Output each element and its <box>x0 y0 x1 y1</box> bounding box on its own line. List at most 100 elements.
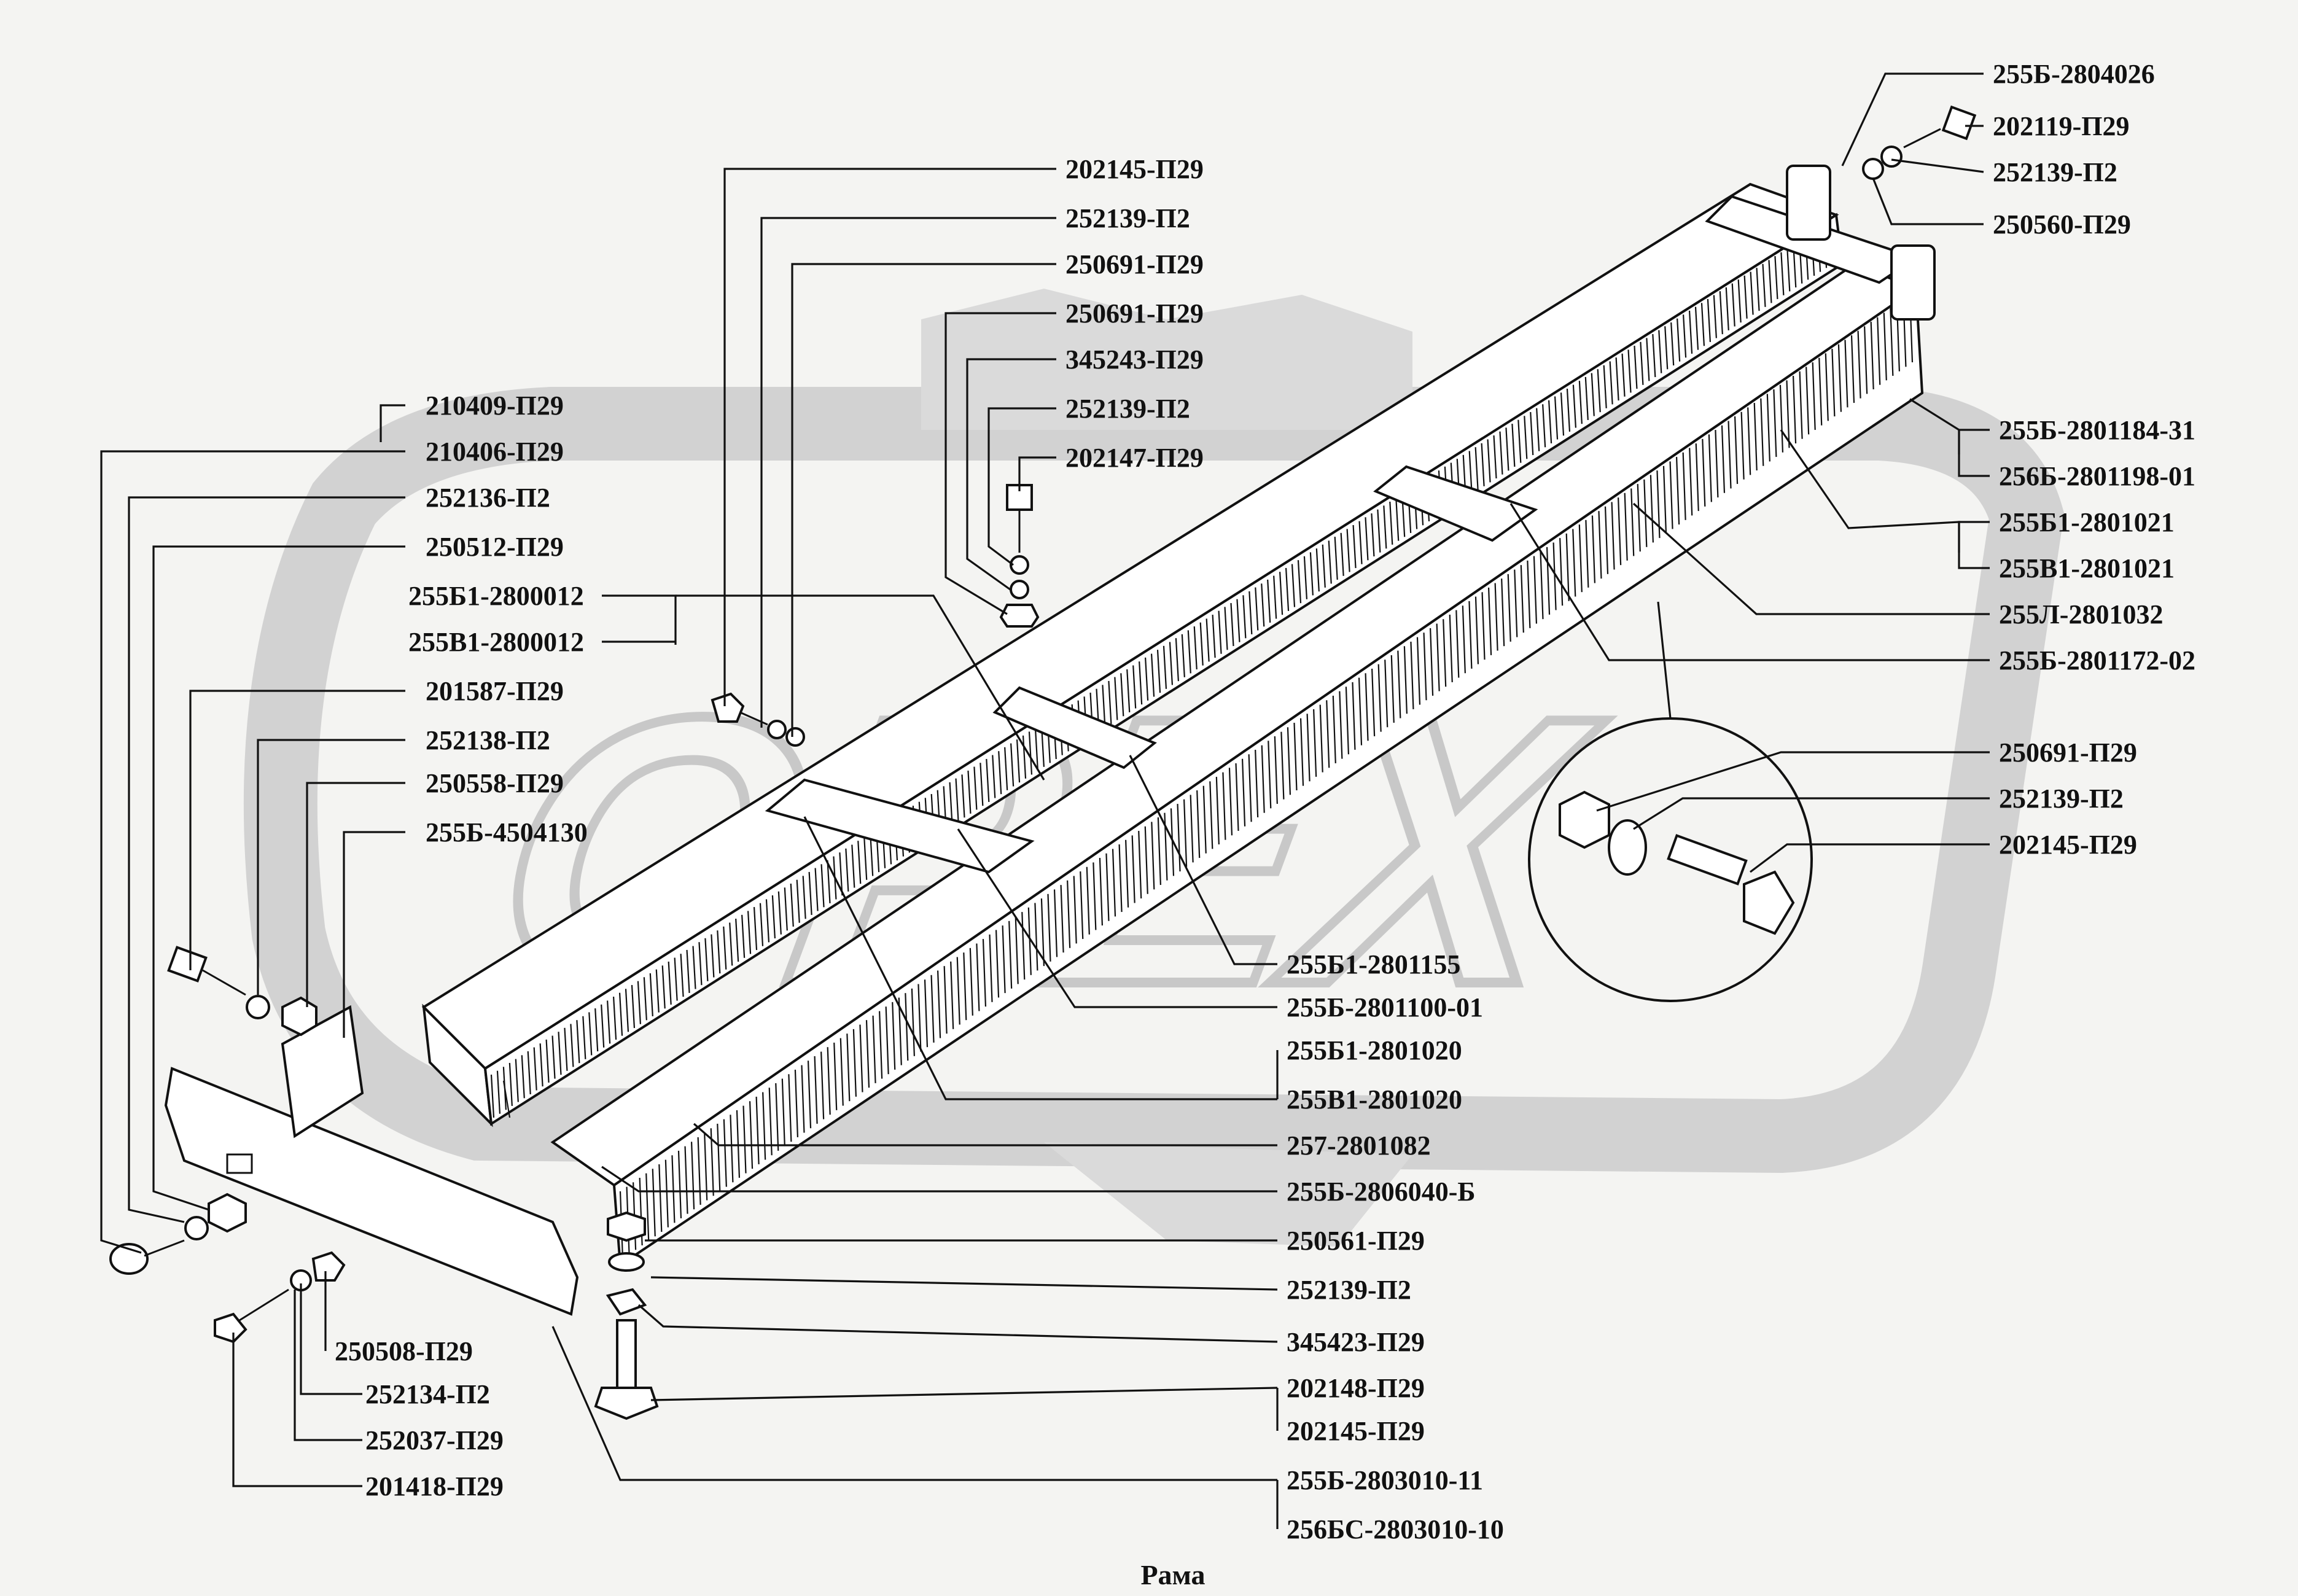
hatch-line <box>1156 650 1161 693</box>
hatch-line <box>684 1146 688 1214</box>
hatch-line <box>1850 335 1855 403</box>
hatch-line <box>802 876 806 919</box>
hatch-line <box>1131 835 1135 903</box>
part-label: 202119-П29 <box>1993 111 2129 141</box>
hatch-line <box>723 926 727 970</box>
hatch-line <box>1831 349 1836 417</box>
part-label: 250691-П29 <box>1065 249 1204 279</box>
hatch-line <box>1315 548 1320 592</box>
hatch-line <box>637 981 642 1024</box>
hatch-line <box>1812 362 1816 430</box>
hatch-line <box>1248 754 1252 822</box>
hatch-line <box>1487 587 1492 655</box>
part-label: 252139-П2 <box>1287 1275 1411 1305</box>
hatch-line <box>1303 556 1308 599</box>
hatch-line <box>1762 263 1766 307</box>
hatch-line <box>749 1101 754 1169</box>
part-label: 202145-П29 <box>1999 830 2137 860</box>
hatch-line <box>1390 655 1395 723</box>
hatch-line <box>1805 367 1810 435</box>
hatch-line <box>1358 521 1363 564</box>
hatch-line <box>551 1035 556 1079</box>
frame-assembly <box>109 105 1977 1420</box>
hatch-line <box>1474 596 1479 664</box>
part-label: 202148-П29 <box>1287 1373 1425 1403</box>
hatch-line <box>992 755 996 798</box>
hatch-line <box>807 1061 812 1129</box>
hatch-line <box>969 948 973 1016</box>
hatch-line <box>1578 524 1583 593</box>
hatch-line <box>1554 396 1559 440</box>
part-label: 255Б-2801184-31 <box>1999 415 2195 445</box>
part-label: 255Б-2804026 <box>1993 59 2155 89</box>
hatch-line <box>1293 722 1298 791</box>
hatch-line <box>582 1016 586 1059</box>
hatch-line <box>601 1004 605 1048</box>
hatch-line <box>1688 310 1693 354</box>
hatch-line <box>1384 660 1389 728</box>
hatch-line <box>1034 903 1038 971</box>
hatch-line <box>711 934 715 978</box>
hatch-line <box>1002 925 1006 994</box>
hatch-line <box>1416 637 1421 705</box>
hatch-line <box>1618 497 1622 566</box>
hatch-line <box>1102 685 1106 728</box>
hatch-line <box>1766 394 1770 462</box>
hatch-line <box>1715 430 1719 498</box>
hatch-line <box>1719 291 1723 335</box>
hatch-line <box>1825 353 1829 421</box>
hatch-line <box>1285 567 1290 611</box>
hatch-line <box>1572 529 1576 597</box>
hatch-line <box>1578 381 1583 424</box>
hatch-line <box>664 1159 669 1228</box>
hatch-line <box>545 1039 550 1083</box>
part-label: 255Б-2801100-01 <box>1287 992 1483 1022</box>
hatch-line <box>1652 334 1656 378</box>
hatch-line <box>612 996 617 1040</box>
hatch-line <box>655 969 660 1013</box>
hatch-line <box>1008 921 1013 989</box>
hatch-line <box>1455 610 1460 678</box>
hatch-line <box>846 1034 851 1102</box>
hatch-line <box>1536 408 1540 451</box>
hatch-line <box>1747 407 1751 475</box>
hatch-line <box>674 957 678 1001</box>
hatch-line <box>1468 601 1473 669</box>
part-label: 250691-П29 <box>1065 298 1204 329</box>
hatch-line <box>950 961 954 1029</box>
hatch-line <box>1352 682 1356 750</box>
hatch-line <box>1799 371 1803 439</box>
detail-hardware <box>1559 790 1795 935</box>
hatch-line <box>521 1055 525 1099</box>
hatch-line <box>1309 552 1314 596</box>
hatch-line <box>1144 826 1148 894</box>
hatch-line <box>1507 574 1511 642</box>
hatch-line <box>1222 772 1226 840</box>
hatch-line <box>658 1164 663 1232</box>
hatch-line <box>1163 645 1167 689</box>
hatch-line <box>1727 421 1732 489</box>
hatch-line <box>989 934 993 1002</box>
hatch-line <box>1530 411 1534 456</box>
part-label: 255Б1-2801020 <box>1287 1035 1462 1065</box>
hatch-line <box>1779 384 1784 453</box>
hardware-bottom-center <box>594 1211 659 1420</box>
hatch-line <box>1334 537 1338 580</box>
hatch-line <box>865 1020 870 1088</box>
hatch-line <box>1857 330 1861 399</box>
hatch-line <box>1224 607 1228 650</box>
hatch-line <box>859 1024 863 1092</box>
cross-member-front <box>765 778 1035 874</box>
hatch-line <box>1700 303 1705 346</box>
labels-bottom-left: 250508-П29 252134-П2 252037-П29 201418-П… <box>335 1336 504 1501</box>
hatch-line <box>801 1065 805 1133</box>
hatch-line <box>924 979 929 1048</box>
washer-icon <box>246 995 270 1019</box>
hatch-line <box>1649 475 1654 543</box>
hatch-line <box>697 1137 701 1205</box>
hatch-line <box>1505 427 1509 471</box>
hatch-line <box>995 930 1000 998</box>
hatch-line <box>808 871 812 916</box>
hatch-line <box>527 1051 531 1094</box>
hatch-line <box>1760 398 1764 466</box>
